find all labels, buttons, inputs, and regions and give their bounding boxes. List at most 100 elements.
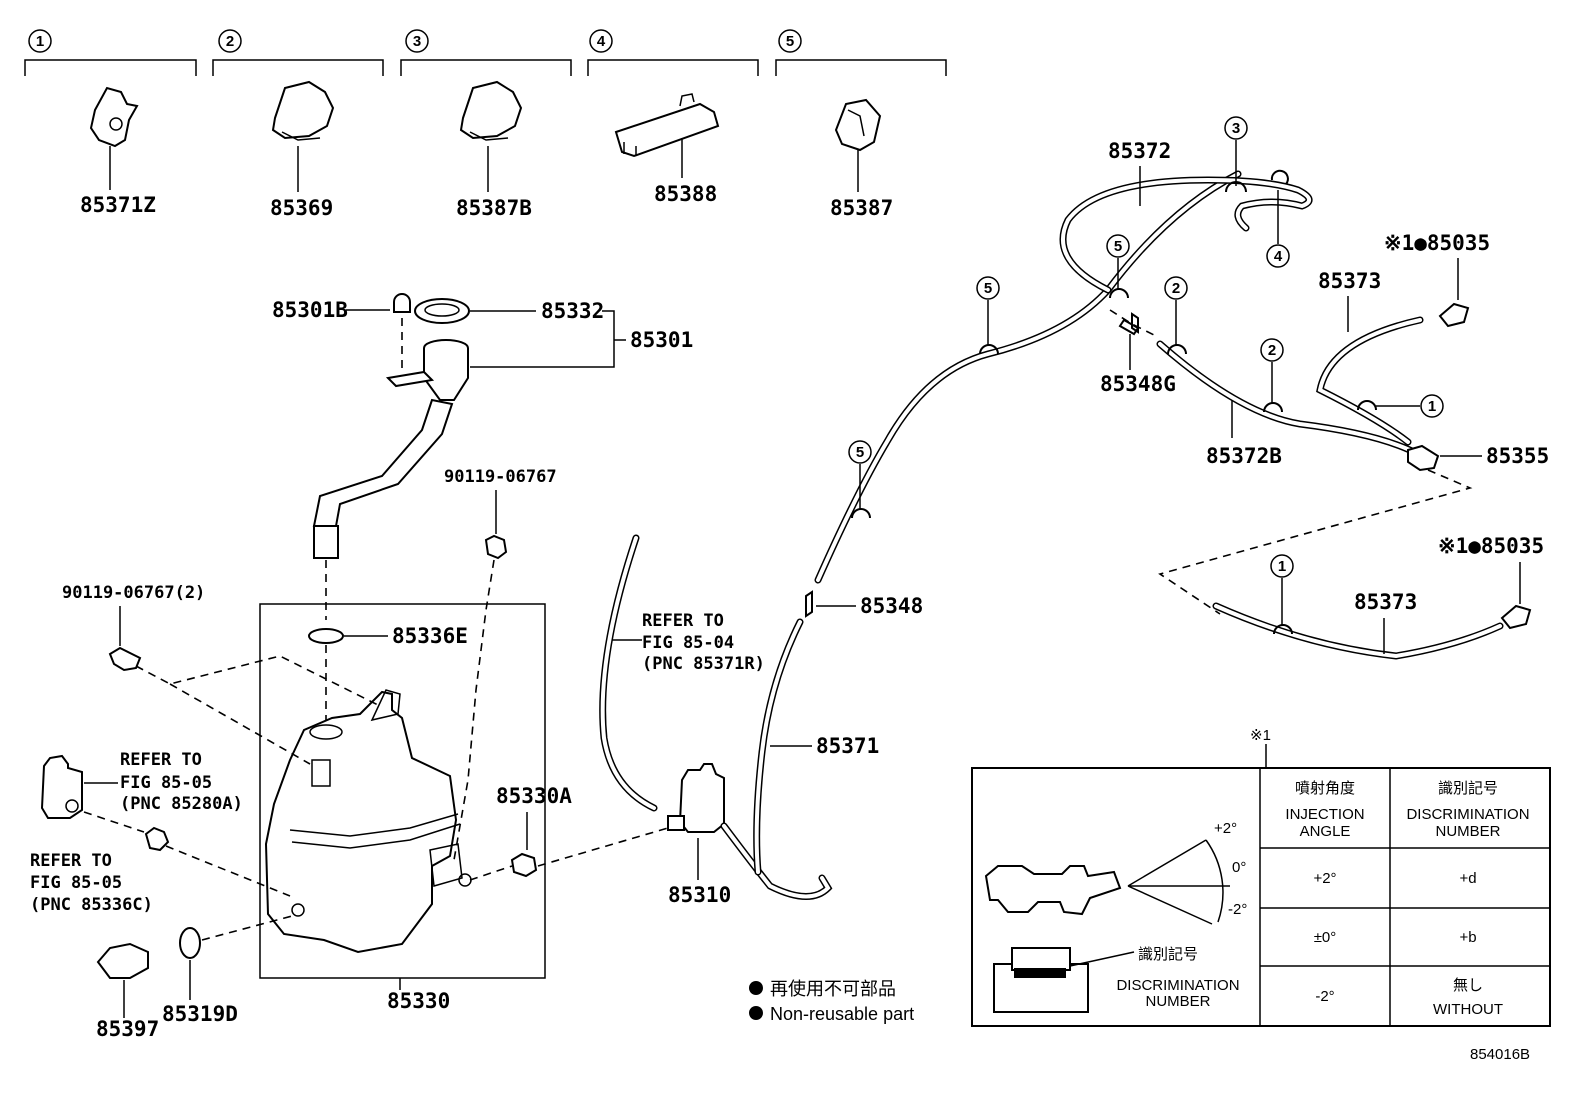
callout-number: 5	[786, 33, 794, 50]
joint-85355-group: 85355	[1158, 444, 1549, 615]
callout-number: 1	[1278, 558, 1286, 575]
assembly-line	[1109, 309, 1157, 337]
sensor-85397-group: 85397	[96, 942, 159, 1041]
group-bracket	[24, 59, 197, 76]
disc-label-jp: 識別記号	[1138, 946, 1198, 963]
grommet-85336C	[144, 826, 170, 852]
hose-85372B-inner	[1158, 342, 1420, 456]
bolt-90119-06767-2: 90119-06767(2)	[62, 583, 381, 765]
disc-label-en-2: NUMBER	[1145, 993, 1210, 1010]
motor-port	[65, 799, 79, 813]
callout-number: 5	[1114, 238, 1122, 255]
part-label-85373-upper: 85373	[1318, 269, 1381, 293]
clip-mark	[851, 508, 871, 519]
grommet-85336E	[308, 628, 344, 644]
assembly-line	[135, 655, 381, 707]
part-label-85372B: 85372B	[1206, 444, 1282, 468]
part-label-85397: 85397	[96, 1017, 159, 1041]
ref-line-1: REFER TO	[120, 750, 202, 770]
callout-number: 4	[1274, 248, 1283, 265]
clip-group-1: 1 85371Z	[24, 29, 197, 217]
hose-85373-upper-inner	[1317, 318, 1422, 444]
grommet-85319D	[179, 927, 201, 959]
hose-85371-lower-inner	[722, 824, 831, 899]
tank-outlet	[291, 903, 305, 917]
callout-number: 5	[856, 444, 864, 461]
pump-85310	[678, 763, 725, 833]
ref-line-2: FIG 85-05	[120, 773, 212, 793]
hose-85373-lower-inner	[1214, 604, 1502, 659]
part-label-85371Z: 85371Z	[80, 193, 156, 217]
tank-filler-hole	[309, 724, 343, 740]
callout-number: 2	[226, 33, 234, 50]
part-label-85355: 85355	[1486, 444, 1549, 468]
grommet-85330A	[510, 852, 538, 878]
tank-seam	[291, 823, 461, 849]
callout-circle	[28, 29, 52, 53]
tank-seam	[289, 813, 459, 837]
angle-label-mid: 0°	[1232, 859, 1246, 876]
clip-slot	[847, 109, 865, 137]
callout-number: 2	[1172, 280, 1180, 297]
assembly-line	[469, 865, 513, 881]
part-label-85388: 85388	[654, 182, 717, 206]
tank-body-85330	[264, 690, 458, 954]
bracket-85301	[470, 310, 615, 368]
part-label-85301B: 85301B	[272, 298, 348, 322]
bolt-shape	[484, 534, 508, 560]
part-label-85387: 85387	[830, 196, 893, 220]
row-angle: ±0°	[1314, 929, 1337, 946]
header-jp: 噴射角度	[1295, 780, 1355, 797]
part-label-85330A: 85330A	[496, 784, 572, 808]
part-label-85372: 85372	[1108, 139, 1171, 163]
legend-text-en: Non-reusable part	[770, 1004, 914, 1024]
reference-85280A: REFER TO FIG 85-05 (PNC 85280A)	[40, 750, 243, 833]
part-label-90119-06767: 90119-06767	[444, 467, 557, 487]
washer-tank-group: 85336E 85330	[259, 603, 546, 1013]
header-en-2: ANGLE	[1300, 823, 1351, 840]
clip-85387B-shape	[459, 80, 523, 140]
diagram-id: 854016B	[1470, 1046, 1530, 1063]
hose-85371R-inner	[600, 536, 656, 810]
row-disc: +b	[1459, 929, 1476, 946]
part-label-85330: 85330	[387, 989, 450, 1013]
hose-85373-upper-group: 85373 1 ※1●85035	[1316, 231, 1490, 446]
tank-bolt-hole	[458, 873, 472, 887]
grommet-85319D-group: 85319D	[162, 915, 293, 1026]
legend-dot-icon	[749, 981, 763, 995]
nozzle-85035-lower	[1500, 604, 1532, 630]
header-jp: 識別記号	[1438, 780, 1498, 797]
hose-85372-loop-inner	[1061, 177, 1311, 292]
bolt-90119-06767: 90119-06767	[444, 467, 557, 861]
part-label-85035-lower: ※1●85035	[1438, 534, 1544, 558]
clip-group-3: 3 85387B	[400, 29, 572, 220]
hose-85372B-group: 2 2 85372B	[1156, 276, 1422, 468]
group-bracket	[775, 59, 947, 76]
part-label-85387B: 85387B	[456, 196, 532, 220]
tank-mount	[311, 759, 331, 787]
ref-line-2: FIG 85-05	[30, 873, 122, 893]
part-label-85369: 85369	[270, 196, 333, 220]
part-label-85348G: 85348G	[1100, 372, 1176, 396]
disc-label-en-1: DISCRIMINATION	[1116, 977, 1239, 994]
joint-85348	[805, 590, 813, 618]
pump-port	[667, 815, 685, 831]
callout-circle	[405, 29, 429, 53]
callout-circle	[589, 29, 613, 53]
legend: 再使用不可部品 Non-reusable part	[749, 979, 914, 1024]
ref-line-3: (PNC 85280A)	[120, 794, 243, 814]
callout-circle	[1224, 116, 1248, 140]
clip-85388-shape	[614, 102, 720, 158]
part-label-85301: 85301	[630, 328, 693, 352]
clip-hole	[109, 117, 123, 131]
row-disc-jp: 無し	[1453, 977, 1483, 994]
legend-dot-icon	[749, 1006, 763, 1020]
clip-group-2: 2 85369	[212, 29, 384, 220]
callout-circle	[848, 440, 872, 464]
clip-mark	[1270, 169, 1289, 185]
clip-mark	[1263, 402, 1283, 413]
filler-neck-outlet	[313, 525, 339, 559]
ref-line-1: REFER TO	[642, 611, 724, 631]
